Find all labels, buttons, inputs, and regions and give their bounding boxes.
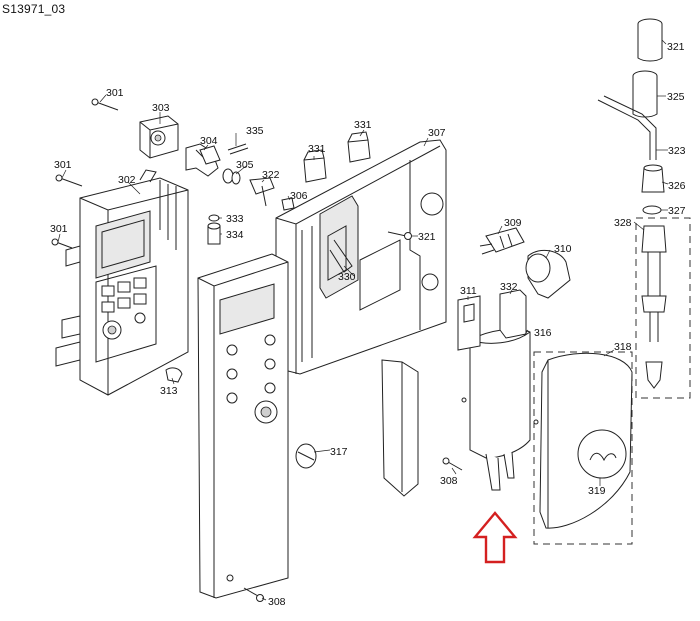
knob-317 xyxy=(295,443,317,469)
label-301-low: 301 xyxy=(50,223,68,235)
pipe-323 xyxy=(597,95,657,160)
group-box-318 xyxy=(533,351,633,545)
front-panel xyxy=(197,253,289,599)
label-331-right: 331 xyxy=(354,119,372,131)
label-306: 306 xyxy=(290,190,308,202)
clip-331-left xyxy=(303,149,327,183)
label-328: 328 xyxy=(614,217,632,229)
leader-lines xyxy=(57,39,669,601)
label-323: 323 xyxy=(668,145,686,157)
label-330: 330 xyxy=(338,271,356,283)
highlight-arrow xyxy=(472,511,518,564)
cover-319 xyxy=(539,352,633,529)
fitting-322 xyxy=(249,177,275,207)
label-304: 304 xyxy=(200,135,218,147)
label-331-left: 331 xyxy=(308,143,326,155)
part-labels: 301 301 301 302 303 304 305 306 307 308 … xyxy=(50,41,686,608)
label-308-mid: 308 xyxy=(440,475,458,487)
screw-301-top xyxy=(91,98,119,111)
cover-316 xyxy=(461,328,539,491)
cylinder-321 xyxy=(637,18,663,62)
seal-305 xyxy=(222,168,241,185)
label-319: 319 xyxy=(588,485,606,497)
rod-328 xyxy=(641,225,667,389)
bracket-303 xyxy=(139,115,179,159)
inner-frame-307 xyxy=(275,139,447,375)
label-305: 305 xyxy=(236,159,254,171)
label-317: 317 xyxy=(330,446,348,458)
valve-326 xyxy=(641,164,665,193)
screw-301-mid xyxy=(55,174,83,187)
label-335: 335 xyxy=(246,125,264,137)
label-322: 322 xyxy=(262,169,280,181)
label-318: 318 xyxy=(614,341,632,353)
pin-335 xyxy=(227,143,249,155)
label-308-bottom: 308 xyxy=(268,596,286,608)
label-316: 316 xyxy=(534,327,552,339)
label-332: 332 xyxy=(500,281,518,293)
control-panel-302 xyxy=(55,169,189,396)
label-321-top: 321 xyxy=(667,41,685,53)
label-309: 309 xyxy=(504,217,522,229)
cylinder-325 xyxy=(632,70,658,118)
document-id: S13971_03 xyxy=(2,2,66,16)
bracket-332 xyxy=(499,289,527,339)
label-301-top: 301 xyxy=(106,87,124,99)
label-311: 311 xyxy=(460,285,477,297)
label-326: 326 xyxy=(668,180,686,192)
label-325: 325 xyxy=(667,91,685,103)
oring-333 xyxy=(208,214,220,222)
elbow-304 xyxy=(185,143,221,177)
screw-321-mid xyxy=(387,231,412,240)
label-333: 333 xyxy=(226,213,244,225)
screw-308-mid xyxy=(442,457,463,471)
label-302: 302 xyxy=(118,174,136,186)
clip-331-right xyxy=(347,131,371,163)
screw-301-low xyxy=(51,238,73,249)
clip-313 xyxy=(165,367,183,383)
side-cover xyxy=(381,359,419,497)
label-307: 307 xyxy=(428,127,446,139)
bracket-311 xyxy=(457,295,481,351)
screw-308-bottom xyxy=(243,587,264,602)
label-321-mid: 321 xyxy=(418,231,436,243)
label-327: 327 xyxy=(668,205,686,217)
label-301-mid: 301 xyxy=(54,159,72,171)
nozzle-334 xyxy=(207,222,221,245)
group-box-328 xyxy=(635,217,691,399)
oring-327 xyxy=(642,205,662,215)
label-303: 303 xyxy=(152,102,170,114)
connector-309 xyxy=(479,227,525,255)
label-313: 313 xyxy=(160,385,178,397)
label-310: 310 xyxy=(554,243,572,255)
label-334: 334 xyxy=(226,229,244,241)
knob-310 xyxy=(525,249,571,299)
